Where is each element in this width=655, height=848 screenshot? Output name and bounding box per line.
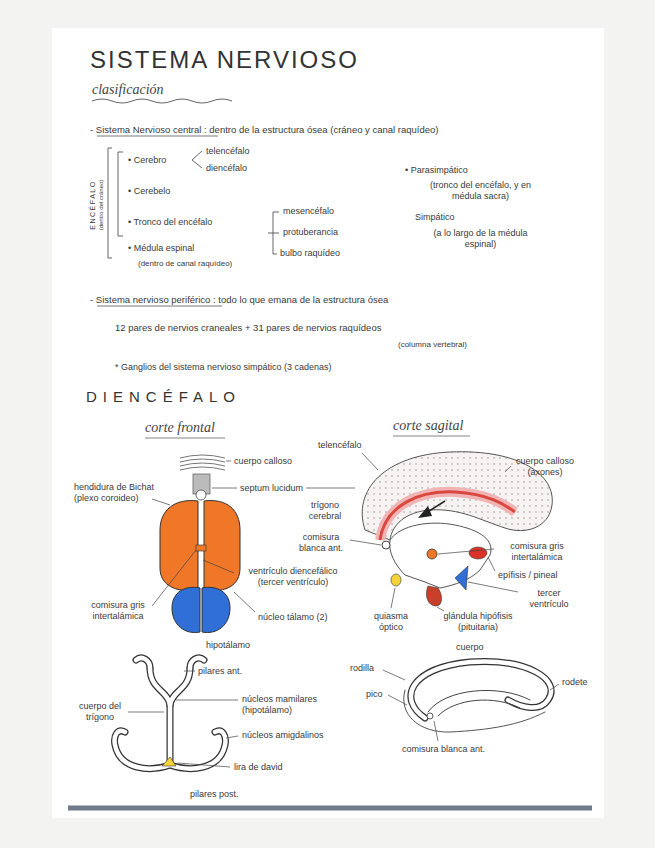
note-label: glándula hipófisis (pituitaria) xyxy=(436,611,520,633)
note-label: hendidura de Bichat (plexo coroideo) xyxy=(74,482,172,504)
note-label: corte sagital xyxy=(393,418,463,435)
note-label: diencéfalo xyxy=(206,163,247,174)
note-label: telencéfalo xyxy=(318,440,362,451)
note-label: comisura blanca ant. xyxy=(402,744,485,755)
note-label: • Tronco del encéfalo xyxy=(128,217,212,228)
note-label: Simpático xyxy=(415,212,455,223)
note-label: rodete xyxy=(562,677,588,688)
note-label: comisura blanca ant. xyxy=(294,532,348,554)
note-label: corte frontal xyxy=(145,420,215,437)
leader-line xyxy=(152,461,355,612)
note-label: núcleos amigdalinos xyxy=(242,730,324,741)
pineal xyxy=(469,547,487,559)
note-label: • Cerebelo xyxy=(128,186,170,197)
note-label: - Sistema nervioso periférico : todo lo … xyxy=(90,294,388,305)
anterior-commissure xyxy=(382,541,390,549)
note-label: 12 pares de nervios craneales + 31 pares… xyxy=(115,322,381,333)
anterior-commissure xyxy=(427,713,433,719)
note-label: núcleo tálamo (2) xyxy=(258,612,328,623)
note-label: cuerpo xyxy=(456,642,484,653)
note-label: pico xyxy=(366,689,383,700)
note-label: hipotálamo xyxy=(206,640,250,651)
note-label: comisura gris intertalámica xyxy=(498,541,576,563)
note-label: cuerpo calloso xyxy=(234,456,292,467)
arrow xyxy=(418,506,432,518)
note-label: tercer ventrículo xyxy=(522,588,576,610)
underline xyxy=(92,99,232,103)
leader-line xyxy=(128,671,238,767)
note-label: cuerpo calloso (axones) xyxy=(514,456,576,478)
note-label: • Parasimpático xyxy=(405,165,468,176)
underline xyxy=(97,136,218,137)
note-label: quiasma óptico xyxy=(366,611,416,633)
paper xyxy=(52,28,604,818)
note-label: DIENCÉFALO xyxy=(86,388,241,406)
intertalamic-commissure xyxy=(427,549,437,559)
thalamus xyxy=(160,501,198,591)
note-label: * Ganglios del sistema nervioso simpátic… xyxy=(115,362,332,373)
diencephalon xyxy=(390,523,491,588)
third-ventricle xyxy=(455,566,468,590)
lira-triangle xyxy=(162,757,176,766)
note-label: clasificación xyxy=(92,82,164,99)
underline xyxy=(393,436,470,437)
note-label: (a lo largo de la médula espinal) xyxy=(418,228,543,250)
note-label: pilares post. xyxy=(190,789,239,800)
bracket xyxy=(273,233,279,234)
note-label: (dentro del cráneo) xyxy=(98,180,105,231)
footer-bar xyxy=(68,806,592,811)
intertalamic-commissure xyxy=(196,545,206,551)
note-label: trígono cerebral xyxy=(297,500,353,522)
underline xyxy=(145,438,225,439)
note-label: • Cerebro xyxy=(128,155,166,166)
hypothalamus xyxy=(172,587,200,632)
corpus-callosum-outline xyxy=(404,662,551,733)
bracket xyxy=(268,212,279,254)
hypophysis xyxy=(426,586,441,606)
note-label: pilares ant. xyxy=(198,666,242,677)
note-label: ventrículo diencefálico (tercer ventrícu… xyxy=(237,566,349,588)
note-label: • Médula espinal xyxy=(128,243,194,254)
note-label: telencéfalo xyxy=(206,146,250,157)
bracket xyxy=(118,152,123,236)
note-label: septum lucidum xyxy=(240,483,303,494)
note-label: (columna vertebral) xyxy=(398,340,467,350)
note-label: lira de david xyxy=(234,762,283,773)
note-label: comisura gris intertalámica xyxy=(86,600,150,622)
leader-line xyxy=(350,453,518,611)
bracket xyxy=(108,148,112,258)
page-title: SISTEMA NERVIOSO xyxy=(90,48,359,72)
note-label: bulbo raquídeo xyxy=(280,248,340,259)
note-label: (tronco del encéfalo, y en médula sacra) xyxy=(418,180,543,202)
note-label: ENCÉFALO xyxy=(89,180,97,229)
leader-line xyxy=(383,670,559,741)
note-label: cuerpo del trígono xyxy=(72,701,128,723)
underline xyxy=(97,306,222,307)
optic-chiasm xyxy=(391,574,401,586)
note-label: núcleos mamilares (hipotálamo) xyxy=(242,694,337,716)
hypothalamus xyxy=(202,587,230,632)
note-label: - Sistema Nervioso central : dentro de l… xyxy=(90,124,439,135)
note-label: protuberancia xyxy=(283,227,338,238)
corpus-callosum xyxy=(180,455,225,470)
fornix xyxy=(196,490,206,500)
bracket xyxy=(192,151,202,168)
thalamus xyxy=(204,501,240,591)
note-label: rodilla xyxy=(350,663,374,674)
note-label: (dentro de canal raquídeo) xyxy=(138,259,232,269)
note-label: mesencéfalo xyxy=(283,206,334,217)
note-label: epífisis / pineal xyxy=(498,570,558,581)
